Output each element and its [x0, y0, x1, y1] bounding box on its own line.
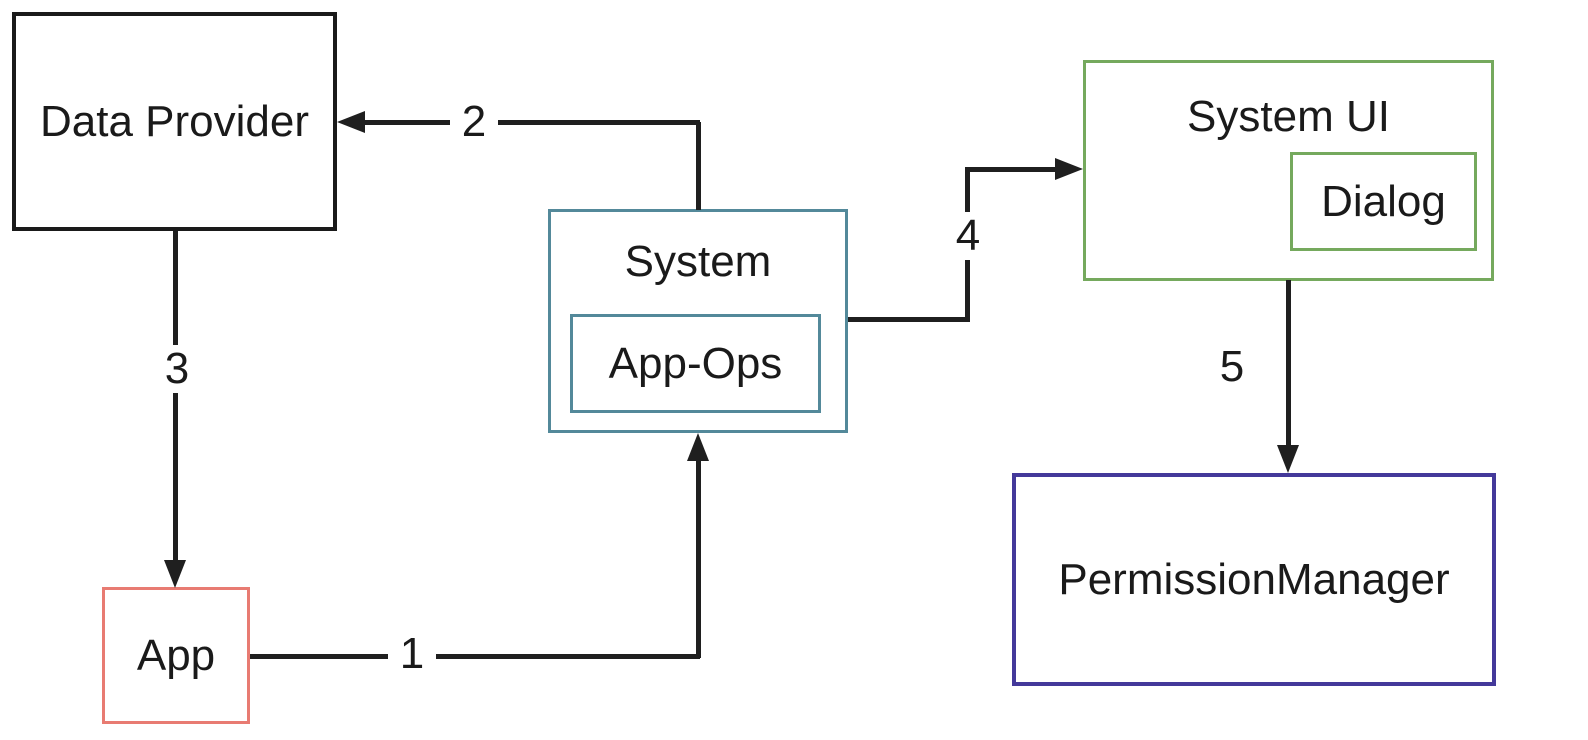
arrow-5-arrowhead-down-icon [1277, 445, 1299, 473]
arrow-1-line-vertical [696, 458, 701, 658]
arrow-3-arrowhead-down-icon [164, 560, 186, 588]
dialog-box: Dialog [1290, 152, 1477, 251]
arrow-4-label: 4 [944, 212, 992, 260]
arrow-1-arrowhead-up-icon [687, 433, 709, 461]
arrow-4-arrowhead-right-icon [1055, 158, 1083, 180]
arrow-1-label: 1 [388, 630, 436, 678]
data-provider-label: Data Provider [39, 96, 309, 146]
arrow-5-line-vertical [1286, 280, 1291, 448]
permission-manager-box: PermissionManager [1012, 473, 1496, 686]
dialog-label: Dialog [1321, 176, 1446, 226]
system-label: System [624, 237, 772, 286]
app-label: App [136, 630, 216, 680]
arrow-3-line-vertical [173, 231, 178, 565]
app-ops-box: App-Ops [570, 314, 821, 413]
arrow-4-line-horizontal-upper [965, 167, 1057, 172]
permission-manager-label: PermissionManager [1058, 554, 1450, 604]
arrow-2-label: 2 [450, 98, 498, 146]
data-provider-box: Data Provider [12, 12, 337, 231]
arrow-1-line-horizontal [250, 654, 700, 659]
app-ops-label: App-Ops [608, 338, 783, 388]
arrow-5-label: 5 [1208, 343, 1256, 391]
system-ui-label: System UI [1187, 92, 1390, 141]
arrow-2-line-vertical [696, 122, 701, 210]
arrow-2-line-horizontal [360, 120, 700, 125]
arrow-2-arrowhead-left-icon [337, 111, 365, 133]
app-box: App [102, 587, 250, 724]
arrow-3-label: 3 [152, 345, 202, 393]
arrow-4-line-horizontal-lower [848, 317, 970, 322]
